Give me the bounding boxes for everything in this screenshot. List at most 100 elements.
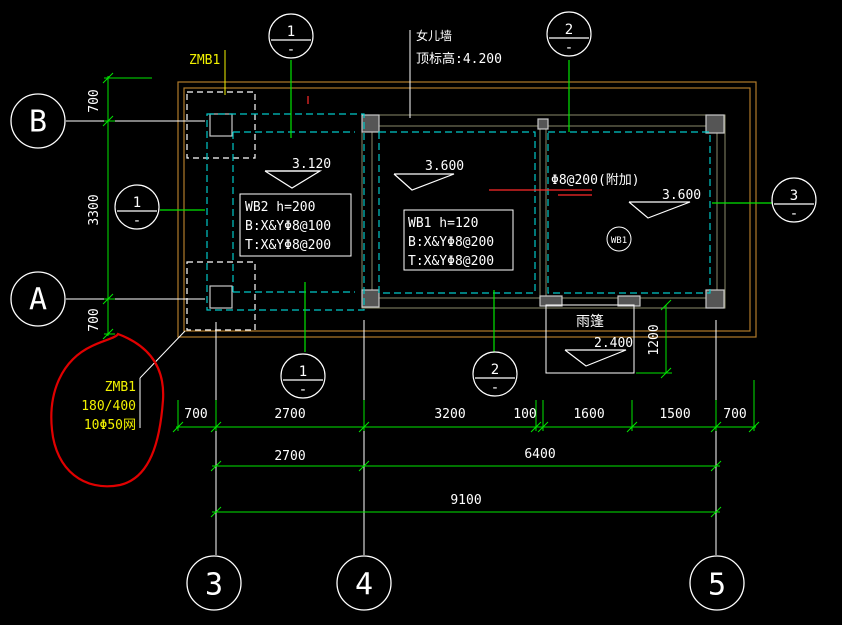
section-mark-bottom-mid: 2 — [491, 362, 499, 378]
wb2-label-line3: T:X&YΦ8@200 — [245, 238, 331, 253]
row1-tick-3 — [530, 421, 542, 433]
dim-left-700-top: 700 — [87, 89, 102, 112]
zmb1-note-line1: ZMB1 — [105, 380, 136, 395]
section-circle-bottom-mid — [472, 351, 518, 397]
left-tick-2 — [102, 115, 114, 127]
zmb1-note-leader — [139, 330, 186, 379]
row2-tick-0 — [210, 460, 222, 472]
dim-row2-0: 2700 — [274, 449, 305, 464]
section-mark-right: 3 — [790, 188, 798, 204]
section-mark-top-left: 1 — [287, 24, 295, 40]
parapet-note-line2: 顶标高:4.200 — [416, 51, 502, 67]
section-lines — [160, 60, 772, 352]
row2-tick-2 — [710, 460, 722, 472]
column-b5 — [705, 114, 725, 134]
axis-bubble-3 — [186, 555, 242, 611]
wb1-mid-dash — [378, 131, 536, 294]
red-annotation-circle — [50, 332, 165, 488]
section-mark-texts: 1 - 2 - 1 - 3 - 1 - 2 - — [133, 22, 798, 398]
column-a5 — [705, 289, 725, 309]
elev-text-left: 3.120 — [292, 157, 331, 172]
dim-row1-3: 100 — [513, 407, 536, 422]
wb1-label-box — [403, 209, 514, 271]
section-circle-right — [771, 177, 817, 223]
wb2-label-line1: WB2 h=200 — [245, 200, 315, 215]
section-mark-bottom-left-sub: - — [299, 382, 307, 398]
column-canopy — [617, 295, 641, 307]
canopy-outline — [545, 304, 635, 374]
wb1-label-line3: T:X&YΦ8@200 — [408, 254, 494, 269]
elev-mark-right — [628, 201, 691, 219]
wall-outer-face — [361, 114, 726, 309]
left-tick-3 — [102, 293, 114, 305]
axis-label-3: 3 — [205, 568, 223, 603]
wb1-label-line2: B:X&YΦ8@200 — [408, 235, 494, 250]
zmb1-note-line2: 180/400 — [81, 399, 136, 414]
section-circle-left — [114, 184, 160, 230]
section-mark-top-left-sub: - — [287, 42, 295, 58]
section-marks — [114, 11, 817, 399]
section-mark-bottom-mid-sub: - — [491, 380, 499, 396]
left-dimension-texts: 700 3300 700 — [87, 89, 102, 331]
wb1-tag-text: WB1 — [611, 236, 627, 246]
axis-bubble-b — [10, 93, 66, 149]
wb1-right-dash — [547, 131, 711, 294]
dim-left-3300: 3300 — [87, 194, 102, 225]
wb2-label-line2: B:X&YΦ8@100 — [245, 219, 331, 234]
column-a3 — [209, 285, 233, 309]
dim-row1-6: 700 — [723, 407, 746, 422]
dashed-lines — [186, 91, 711, 331]
section-mark-left: 1 — [133, 195, 141, 211]
dim-row1-2: 3200 — [434, 407, 465, 422]
zmb1-cap-bot — [186, 261, 256, 331]
dim-canopy-1200: 1200 — [647, 324, 662, 355]
dim-row1-1: 2700 — [274, 407, 305, 422]
bottom-dimension-ticks — [172, 380, 760, 518]
row1-tick-0 — [172, 421, 184, 433]
column-a4 — [361, 289, 380, 308]
bottom-dimension-lines — [176, 426, 756, 513]
row3-tick-0 — [210, 506, 222, 518]
canopy-dim-tick-1 — [660, 299, 672, 311]
canopy-dim-tick-2 — [660, 367, 672, 379]
elev-text-canopy: 2.400 — [594, 336, 633, 351]
axis-bubbles — [10, 93, 745, 611]
elev-mark-canopy — [564, 349, 627, 367]
dim-row1-4: 1600 — [573, 407, 604, 422]
elev-mark-mid — [393, 173, 455, 191]
dim-left-700-bottom: 700 — [87, 308, 102, 331]
left-tick-4 — [102, 328, 114, 340]
dim-row3: 9100 — [450, 493, 481, 508]
columns — [209, 113, 725, 309]
column-mid-bot — [539, 295, 563, 307]
section-mark-left-sub: - — [133, 213, 141, 229]
row1-tick-5 — [626, 421, 638, 433]
dim-row1-0: 700 — [184, 407, 207, 422]
zmb1-note: ZMB1 180/400 10Φ50网 — [81, 380, 136, 433]
elev-text-mid: 3.600 — [425, 159, 464, 174]
axis-bubble-a — [10, 271, 66, 327]
section-circle-bottom-left — [280, 353, 326, 399]
wb2-slab-label: WB2 h=200 B:X&YΦ8@100 T:X&YΦ8@200 — [239, 193, 352, 257]
column-b3 — [209, 113, 233, 137]
section-circle-top-left — [268, 13, 314, 59]
axis-label-a: A — [29, 283, 47, 318]
left-dimension-lines — [102, 72, 152, 340]
elevation-texts: 3.120 3.600 3.600 2.400 — [292, 157, 701, 351]
dim-row1-5: 1500 — [659, 407, 690, 422]
axis-label-4: 4 — [355, 568, 373, 603]
column-b4 — [361, 114, 380, 133]
elev-text-right: 3.600 — [662, 188, 701, 203]
canopy-label: 雨篷 — [576, 314, 604, 330]
axis-bubble-5 — [689, 555, 745, 611]
axis-lines — [66, 120, 717, 555]
rebar-note: Φ8@200(附加) — [551, 173, 640, 188]
section-mark-top-right-sub: - — [565, 40, 573, 56]
row1-tick-4 — [537, 421, 549, 433]
section-mark-top-right: 2 — [565, 22, 573, 38]
elev-mark-left — [264, 170, 323, 189]
row1-tick-1 — [210, 421, 222, 433]
section-mark-bottom-left: 1 — [299, 364, 307, 380]
row2-tick-1 — [358, 460, 370, 472]
